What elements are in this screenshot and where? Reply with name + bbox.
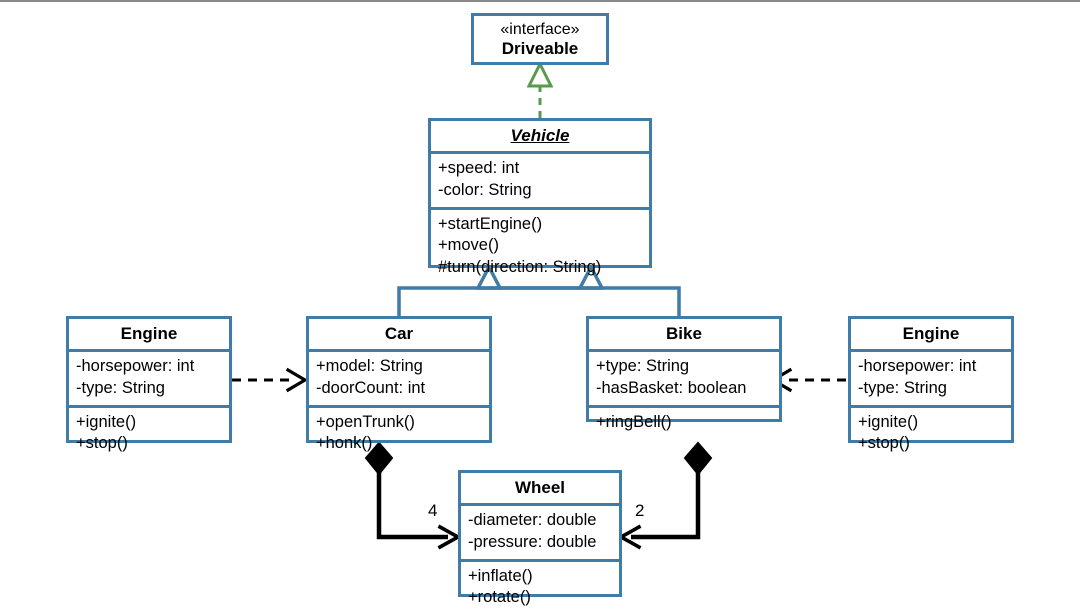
class-title-wheel: Wheel: [514, 478, 566, 497]
method-row: +startEngine(): [438, 214, 543, 233]
class-box-car[interactable]: Car +model: String -doorCount: int +open…: [306, 316, 492, 452]
attribute-row: +model: String: [316, 357, 423, 376]
attributes-compartment-vehicle: +speed: int -color: String: [431, 151, 649, 207]
attributes-compartment-bike: +type: String -hasBasket: boolean: [589, 349, 779, 405]
method-row: +ignite(): [76, 412, 137, 431]
dependency-engine-left-car: [232, 367, 309, 393]
methods-compartment-vehicle: +startEngine() +move() #turn(direction: …: [431, 206, 649, 284]
methods-compartment-bike: +ringBell(): [589, 404, 779, 439]
method-row: +rotate(): [468, 588, 531, 607]
class-title-engine-left: Engine: [120, 324, 178, 343]
class-name-bike: Bike: [589, 319, 779, 349]
attributes-compartment-engine-left: -horsepower: int -type: String: [69, 349, 229, 405]
methods-compartment-engine-left: +ignite() +stop(): [69, 404, 229, 461]
attribute-row: +type: String: [596, 357, 690, 376]
attributes-compartment-engine-right: -horsepower: int -type: String: [851, 349, 1011, 405]
class-name-car: Car: [309, 319, 489, 349]
realization-vehicle-driveable: [526, 60, 554, 118]
attribute-row: -pressure: double: [468, 532, 597, 551]
class-stereotype-driveable: «interface»: [500, 21, 580, 38]
class-box-wheel[interactable]: Wheel -diameter: double -pressure: doubl…: [458, 470, 622, 606]
class-box-driveable[interactable]: «interface» Driveable: [471, 13, 609, 65]
attribute-row: -diameter: double: [468, 511, 597, 530]
method-row: +openTrunk(): [316, 412, 415, 431]
method-row: #turn(direction: String): [438, 258, 602, 277]
class-title-driveable: Driveable: [501, 38, 579, 58]
class-name-vehicle: Vehicle: [431, 121, 649, 151]
class-box-engine-right[interactable]: Engine -horsepower: int -type: String +i…: [848, 316, 1014, 452]
attribute-row: -doorCount: int: [316, 378, 426, 397]
methods-compartment-engine-right: +ignite() +stop(): [851, 404, 1011, 461]
multiplicity-bike-wheel: 2: [635, 501, 645, 520]
class-name-wheel: Wheel: [461, 473, 619, 503]
method-row: +stop(): [858, 434, 910, 453]
class-box-engine-left[interactable]: Engine -horsepower: int -type: String +i…: [66, 316, 232, 452]
class-title-engine-right: Engine: [902, 324, 960, 343]
attribute-row: -color: String: [438, 180, 532, 199]
methods-compartment-car: +openTrunk() +honk(): [309, 404, 489, 461]
class-box-bike[interactable]: Bike +type: String -hasBasket: boolean +…: [586, 316, 782, 431]
attribute-row: -type: String: [76, 378, 165, 397]
methods-compartment-wheel: +inflate() +rotate(): [461, 558, 619, 610]
method-row: +ringBell(): [596, 412, 672, 431]
class-title-car: Car: [384, 324, 414, 343]
multiplicity-car-wheel: 4: [428, 501, 438, 520]
top-divider-rule: [0, 0, 1080, 2]
composition-bike-wheel: [617, 441, 713, 550]
method-row: +honk(): [316, 434, 373, 453]
attribute-row: -hasBasket: boolean: [596, 378, 747, 397]
attributes-compartment-wheel: -diameter: double -pressure: double: [461, 503, 619, 559]
attribute-row: -horsepower: int: [858, 357, 977, 376]
class-name-engine-right: Engine: [851, 319, 1011, 349]
method-row: +stop(): [76, 434, 128, 453]
method-row: +move(): [438, 236, 499, 255]
attribute-row: -horsepower: int: [76, 357, 195, 376]
class-title-bike: Bike: [666, 324, 702, 343]
attribute-row: -type: String: [858, 378, 947, 397]
method-row: +inflate(): [468, 566, 533, 585]
class-box-vehicle[interactable]: Vehicle +speed: int -color: String +star…: [428, 118, 652, 276]
class-title-vehicle: Vehicle: [510, 126, 570, 145]
attributes-compartment-car: +model: String -doorCount: int: [309, 349, 489, 405]
method-row: +ignite(): [858, 412, 919, 431]
class-name-driveable: «interface» Driveable: [474, 16, 606, 64]
class-name-engine-left: Engine: [69, 319, 229, 349]
dependency-engine-right-bike: [769, 367, 846, 393]
attribute-row: +speed: int: [438, 159, 520, 178]
